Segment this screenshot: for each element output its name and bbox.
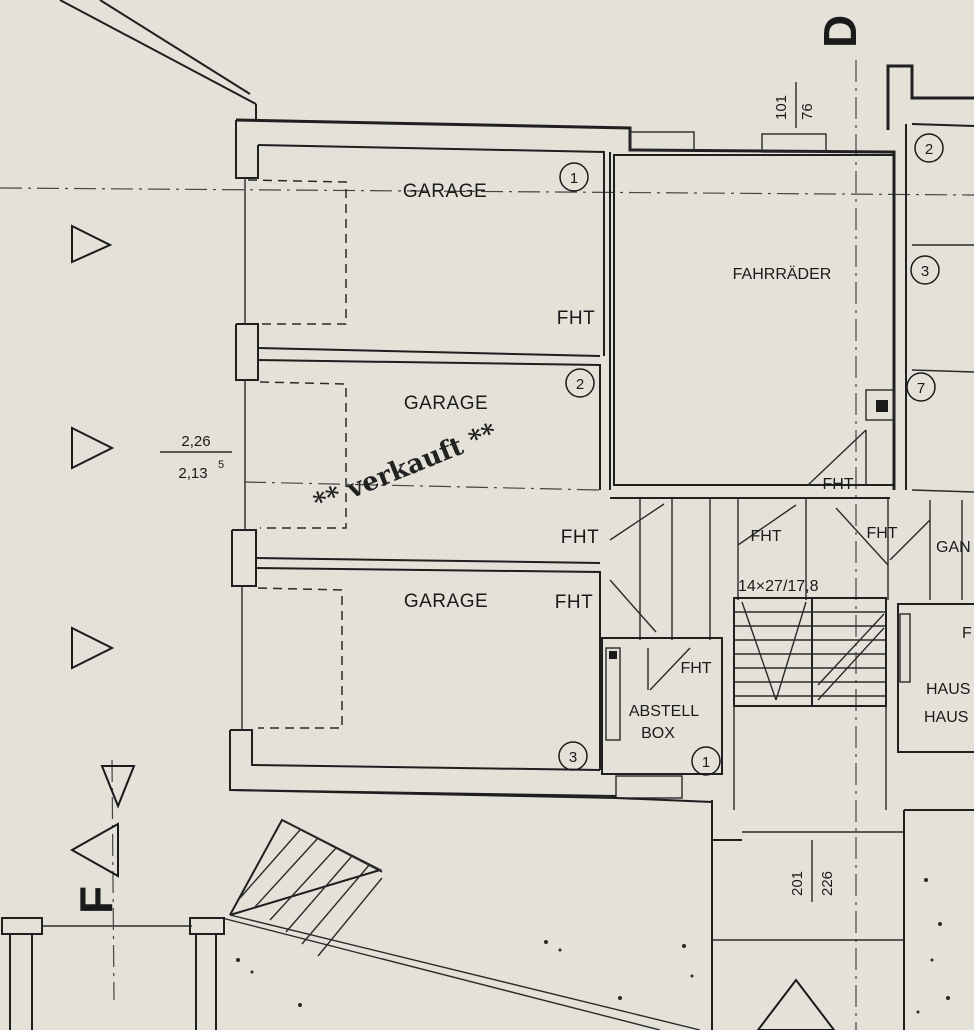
label-storage-line2: BOX xyxy=(641,725,675,742)
fht-label-2: FHT xyxy=(561,527,599,548)
lower-stair-ramp xyxy=(221,789,904,1030)
label-right-partial-1: GAN xyxy=(936,539,971,556)
top-dimension: 101 76 xyxy=(773,82,816,128)
marker-storage-1: 1 xyxy=(702,754,710,771)
fht-label-6: FHT xyxy=(822,476,853,493)
label-garage-3: GARAGE xyxy=(404,591,488,612)
storage-box-walls xyxy=(601,637,723,799)
dimension-bottom-b: 226 xyxy=(819,871,836,896)
right-block-walls xyxy=(886,64,974,1030)
car-outlines xyxy=(243,179,601,729)
triangle-marker-2 xyxy=(71,426,115,470)
triangle-marker-5 xyxy=(69,822,119,878)
triangle-marker-6 xyxy=(756,978,836,1030)
fht-label-7: FHT xyxy=(866,525,897,542)
marker-garage-2: 2 xyxy=(576,376,584,393)
fht-label-3: FHT xyxy=(555,592,593,613)
label-right-partial-2: HAUS xyxy=(926,681,970,698)
dimension-top-b: 76 xyxy=(799,103,816,120)
triangle-marker-4 xyxy=(100,765,136,809)
label-bike-room: FAHRRÄDER xyxy=(733,265,832,283)
view-triangles xyxy=(69,224,836,1030)
label-right-partial-3: HAUS xyxy=(924,709,968,726)
dimension-top-a: 101 xyxy=(773,95,790,120)
shaft-icon xyxy=(876,400,888,412)
fht-label-5: FHT xyxy=(750,528,781,545)
marker-right-3: 3 xyxy=(921,263,929,280)
staircase xyxy=(711,597,904,841)
triangle-marker-3 xyxy=(71,626,115,670)
label-right-partial-4: F xyxy=(962,625,972,642)
circled-markers: 1 2 3 2 3 7 1 xyxy=(558,133,944,776)
dimension-height-bottom: 2,13 xyxy=(178,465,207,482)
fht-label-4: FHT xyxy=(680,660,711,677)
fht-label-1: FHT xyxy=(557,308,595,329)
marker-right-7: 7 xyxy=(917,380,925,397)
section-letter-bottom: F xyxy=(70,886,122,914)
bottom-dimension: 201 226 xyxy=(789,840,836,902)
height-dimension: 2,26 2,13 5 xyxy=(160,433,232,482)
label-garage-1: GARAGE xyxy=(403,181,487,202)
marker-garage-1: 1 xyxy=(570,170,578,187)
sold-stamp: ** verkauft ** xyxy=(309,418,501,519)
dimension-bottom-a: 201 xyxy=(789,871,806,896)
bike-room-walls xyxy=(613,131,895,486)
marker-garage-3: 3 xyxy=(569,749,577,766)
diagonal-wall-top xyxy=(59,0,257,120)
dimension-height-superscript: 5 xyxy=(218,459,224,471)
axis-line-horizontal xyxy=(0,187,974,196)
marker-right-2: 2 xyxy=(925,141,933,158)
triangle-marker-1 xyxy=(71,224,113,264)
dimension-height-top: 2,26 xyxy=(181,433,210,450)
stair-dimension: 14×27/17,8 xyxy=(738,578,819,595)
label-storage-line1: ABSTELL xyxy=(629,703,699,720)
corridor-walls xyxy=(609,497,931,640)
garage-partitions xyxy=(255,152,611,770)
ground-hatching xyxy=(236,878,950,1014)
lower-left-walls xyxy=(1,759,225,1030)
garage-outer-wall xyxy=(229,118,896,797)
label-garage-2: GARAGE xyxy=(404,393,488,414)
section-letter-top: D xyxy=(814,15,866,48)
